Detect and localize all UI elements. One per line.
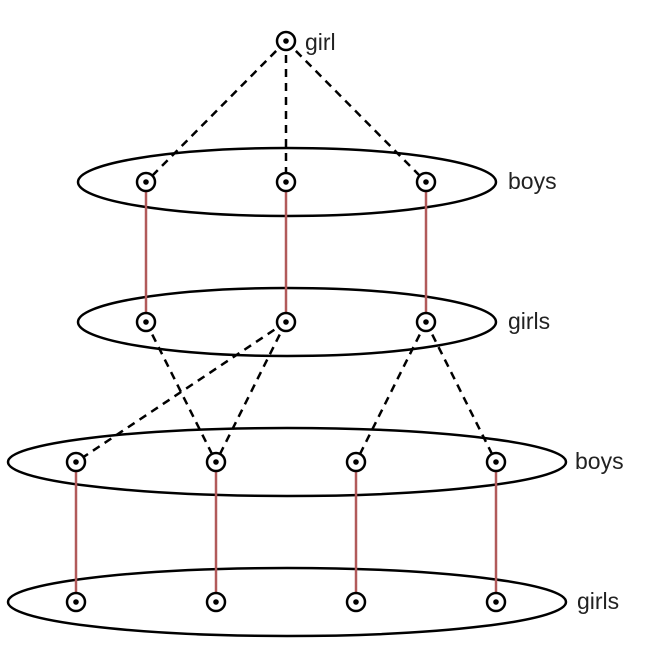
node-center-dot	[143, 179, 149, 185]
dashed-edge	[214, 321, 288, 463]
node-center-dot	[73, 599, 79, 605]
dashed-edge	[144, 321, 218, 463]
dashed-edge	[285, 40, 427, 183]
top-node-label: girl	[305, 29, 336, 55]
dashed-edge	[424, 321, 498, 463]
group-ellipse-4	[6, 566, 568, 638]
node-center-dot	[73, 459, 79, 465]
node-center-dot	[493, 459, 499, 465]
group-label-boys-1: boys	[508, 168, 557, 194]
dashed-edge	[145, 40, 287, 183]
dashed-edge	[354, 321, 428, 463]
node-center-dot	[423, 319, 429, 325]
node-center-dot	[283, 319, 289, 325]
dashed-edge	[75, 320, 287, 464]
node-center-dot	[423, 179, 429, 185]
group-label-girls-2: girls	[577, 588, 619, 614]
node-layer	[65, 30, 507, 613]
node-center-dot	[213, 459, 219, 465]
node-center-dot	[213, 599, 219, 605]
node-center-dot	[283, 38, 289, 44]
group-label-boys-2: boys	[575, 448, 624, 474]
node-center-dot	[353, 459, 359, 465]
edge-layer	[74, 40, 498, 602]
group-ellipse-3	[6, 426, 568, 498]
node-center-dot	[143, 319, 149, 325]
node-center-dot	[353, 599, 359, 605]
node-center-dot	[493, 599, 499, 605]
group-label-girls-1: girls	[508, 308, 550, 334]
node-center-dot	[283, 179, 289, 185]
label-layer: girl boys girls boys girls	[305, 29, 624, 614]
